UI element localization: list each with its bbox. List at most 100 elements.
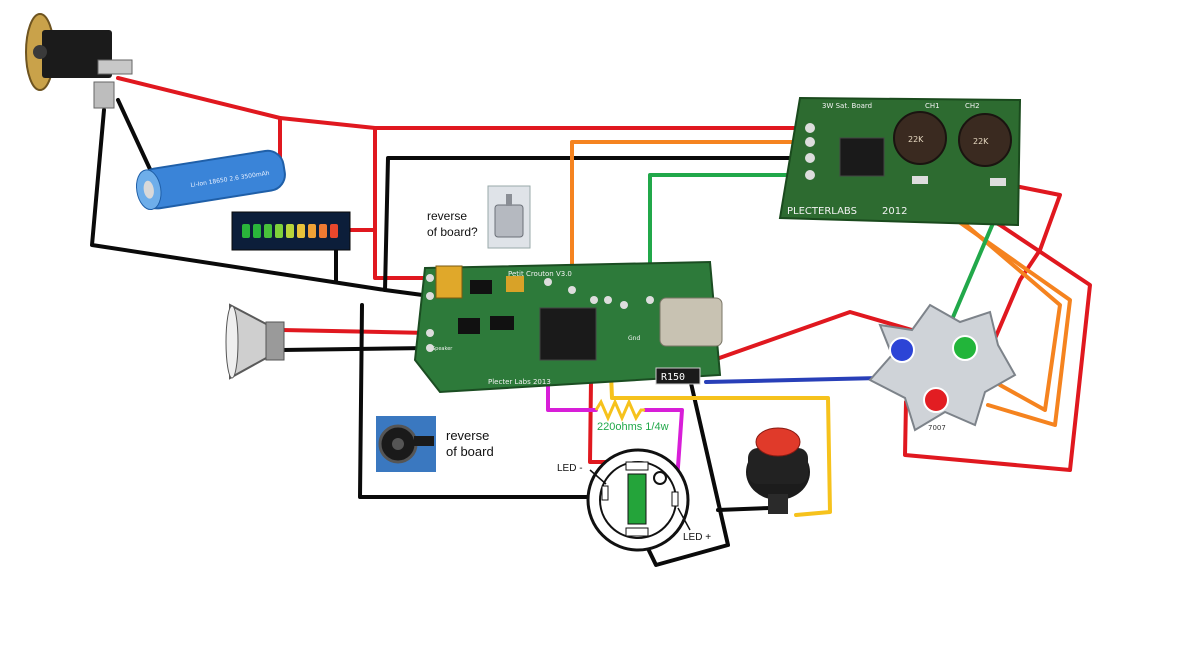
main-board-pad: [426, 292, 434, 300]
button-terminal: [768, 494, 788, 514]
led-blue: [889, 337, 915, 363]
main-board-inductor: [659, 297, 723, 347]
led-star: 7007: [868, 303, 1017, 432]
speaker-magnet: [265, 321, 285, 361]
sat-board-pad: [805, 137, 815, 147]
blue-wire-board-to-star: [704, 358, 895, 384]
bargraph-segment: [308, 224, 316, 238]
jack-tab-2: [93, 81, 115, 109]
switch-hole: [653, 471, 667, 485]
sat-board-pad: [912, 176, 928, 184]
bargraph-segment: [275, 224, 283, 238]
black-wire-jack-ground: [90, 108, 432, 298]
bargraph-segment: [242, 224, 250, 238]
main-board-gnd: Gnd: [628, 335, 640, 342]
main-board-capacitor: [435, 265, 463, 299]
led-red: [923, 387, 949, 413]
speaker: [225, 303, 285, 380]
dc-jack: [25, 13, 133, 109]
sat-board-ch1: CH1: [925, 102, 940, 110]
black-wire-button: [716, 506, 772, 512]
main-board-pad: [590, 296, 598, 304]
main-board-ic-small: [470, 280, 492, 294]
switch-diagram: [586, 448, 691, 552]
bargraph-segments: [242, 224, 338, 238]
led-minus-pointer: [589, 469, 607, 485]
sat-board-chip: [839, 137, 885, 177]
main-board-pad: [426, 274, 434, 282]
orange-wire-1: [570, 140, 812, 294]
main-board-resistor: [655, 367, 701, 385]
bargraph: [231, 211, 351, 251]
led-plus-pointer: [677, 507, 691, 531]
black-wire-sat-negative: [383, 156, 812, 292]
switch-left-pad: [601, 485, 609, 501]
switch-center-pad: [627, 473, 647, 525]
sat-board-inductor-marking-1: 22K: [908, 135, 924, 144]
sat-board-ch2: CH2: [965, 102, 980, 110]
orange-wire-3: [923, 196, 1072, 427]
switch-right-pad: [671, 491, 679, 507]
bargraph-segment: [330, 224, 338, 238]
main-board-footer: Plecter Labs 2013: [488, 378, 551, 386]
battery: Li-Ion 18650 2.6 3500mAh: [136, 149, 286, 211]
main-board-pad: [568, 286, 576, 294]
black-wire-speaker: [280, 346, 432, 352]
main-board-pad: [426, 329, 434, 337]
jack-body: [42, 30, 112, 78]
switch-bottom-pad: [625, 527, 649, 537]
reverse-board-line2: of board: [446, 444, 494, 459]
main-board-pad: [646, 296, 654, 304]
led-minus-label: LED -: [557, 463, 583, 474]
bargraph-segment: [253, 224, 261, 238]
reverse-board-question-line2: of board?: [427, 225, 478, 239]
jack-hole: [33, 45, 47, 59]
bargraph-segment: [319, 224, 327, 238]
sat-board-pad: [805, 170, 815, 180]
resistor-label: 220ohms 1/4w: [597, 421, 669, 433]
black-wire-jack-ring: [116, 98, 157, 182]
sat-board-pcb: [778, 96, 1022, 227]
push-button: [746, 427, 810, 514]
main-board-resistor-marking: R150: [661, 372, 685, 383]
switch-top-pad: [625, 461, 649, 471]
led-star-marking: 7007: [928, 424, 946, 432]
reverse-board-line1: reverse: [446, 428, 489, 443]
motor-shaft: [506, 194, 512, 206]
main-board-ic-small-2: [458, 318, 480, 334]
main-board-pad: [544, 278, 552, 286]
button-cap: [755, 427, 801, 457]
black-wire-down: [358, 303, 604, 499]
main-board-pad: [426, 344, 434, 352]
motor-can: [494, 204, 524, 238]
led-green: [952, 335, 978, 361]
sat-board-inductor-1: [893, 111, 947, 165]
audio-jack-hole: [392, 438, 404, 450]
red-wire-sat-ch2: [983, 180, 1062, 364]
main-board-chip: [539, 307, 597, 361]
audio-jack-tab: [414, 436, 434, 446]
speaker-rim: [225, 305, 239, 379]
main-board-pad: [620, 301, 628, 309]
red-wire-jack-to-sat: [116, 76, 812, 130]
main-board-pad: [604, 296, 612, 304]
bargraph-segment: [297, 224, 305, 238]
main-board: R150 Petit Crouton V3.0 Plecter Labs 201…: [413, 260, 723, 394]
sat-board-pad: [805, 123, 815, 133]
sat-board-inductor-2: [958, 113, 1012, 167]
button-body: [748, 448, 808, 484]
sat-board-brand: PLECTERLABS: [787, 206, 857, 217]
led-star-pcb: [868, 303, 1017, 432]
sat-board-pad: [805, 153, 815, 163]
main-board-speaker-pin: Speaker: [432, 346, 453, 352]
battery-terminal: [143, 180, 154, 199]
bargraph-segment: [286, 224, 294, 238]
main-board-cap-small: [506, 276, 524, 292]
sat-board-name: 3W Sat. Board: [822, 102, 872, 110]
main-board-name: Petit Crouton V3.0: [508, 270, 572, 278]
sat-board-pad: [990, 178, 1006, 186]
jack-tab-1: [97, 59, 133, 75]
red-wire-speaker: [280, 328, 432, 335]
sat-board-year: 2012: [882, 206, 907, 217]
